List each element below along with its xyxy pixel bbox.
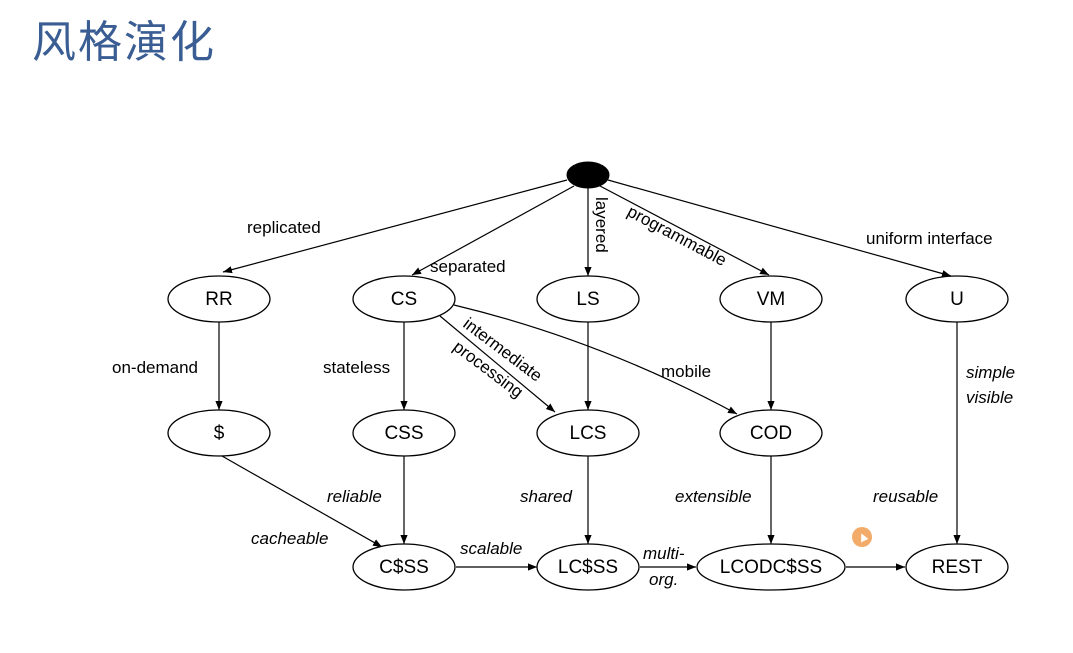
node-cs-label: CS [391, 289, 417, 310]
label-visible: visible [966, 388, 1013, 407]
node-u-label: U [950, 289, 964, 310]
label-shared: shared [520, 487, 573, 506]
node-cssss-label: C$SS [379, 557, 429, 578]
label-stateless: stateless [323, 358, 390, 377]
node-ls: LS [536, 275, 640, 323]
label-org: org. [649, 570, 678, 589]
node-ls-label: LS [576, 289, 599, 310]
node-vm-label: VM [757, 289, 786, 310]
node-lcodcssss-label: LCODC$SS [720, 557, 822, 578]
node-lcs-label: LCS [570, 423, 607, 444]
label-cacheable: cacheable [251, 529, 329, 548]
slide-title: 风格演化 [32, 17, 216, 68]
cursor-highlight-dot [852, 527, 872, 547]
node-rest-label: REST [932, 557, 983, 578]
label-simple: simple [966, 363, 1015, 382]
edge-root-cs [411, 185, 575, 276]
label-multi: multi- [643, 544, 685, 563]
node-cs: CS [352, 275, 456, 323]
label-programmable: programmable [624, 202, 730, 270]
node-cod-label: COD [750, 423, 792, 444]
node-css: CSS [352, 409, 456, 457]
label-reusable: reusable [873, 487, 938, 506]
label-mobile: mobile [661, 362, 711, 381]
node-cod: COD [719, 409, 823, 457]
edge-root-u [607, 179, 952, 278]
node-cache-label: $ [214, 423, 225, 444]
node-rr-label: RR [205, 289, 232, 310]
node-cache: $ [167, 409, 271, 457]
edge-cs-lcs [439, 315, 556, 413]
edge-root-rr [222, 179, 568, 274]
label-uniform-interface: uniform interface [866, 229, 993, 248]
label-scalable: scalable [460, 539, 522, 558]
edge-cache-cssss [221, 455, 383, 548]
label-extensible: extensible [675, 487, 752, 506]
node-vm: VM [719, 275, 823, 323]
label-on-demand: on-demand [112, 358, 198, 377]
label-reliable: reliable [327, 487, 382, 506]
node-lcssss-label: LC$SS [558, 557, 618, 578]
node-rest: REST [905, 543, 1009, 591]
label-layered: layered [592, 197, 611, 253]
node-lcssss: LC$SS [536, 543, 640, 591]
label-replicated: replicated [247, 218, 321, 237]
node-rr: RR [167, 275, 271, 323]
label-separated: separated [430, 257, 506, 276]
node-lcs: LCS [536, 409, 640, 457]
node-cssss: C$SS [352, 543, 456, 591]
root-node [566, 161, 610, 189]
node-css-label: CSS [384, 423, 423, 444]
edge-root-vm [599, 185, 770, 276]
node-u: U [905, 275, 1009, 323]
node-lcodcssss: LCODC$SS [696, 543, 846, 591]
edge-cs-cod [453, 304, 738, 415]
